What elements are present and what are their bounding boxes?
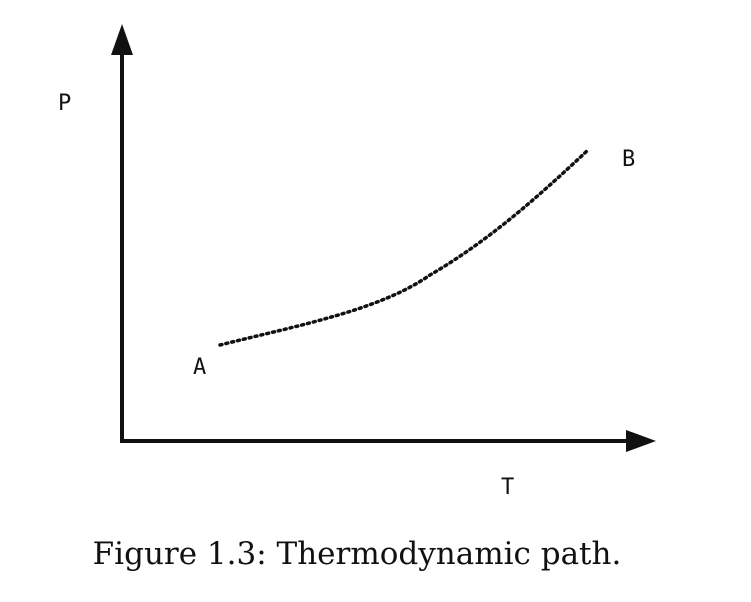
point-a-label: A [193,355,206,380]
y-axis-arrowhead [111,24,133,55]
x-axis-label: T [501,475,514,500]
point-b-label: B [622,147,635,172]
x-axis-arrowhead [626,430,656,452]
y-axis-label: P [58,91,71,116]
thermodynamic-path-curve [218,148,590,347]
axes [111,24,656,452]
figure-caption: Figure 1.3: Thermodynamic path. [93,536,622,572]
